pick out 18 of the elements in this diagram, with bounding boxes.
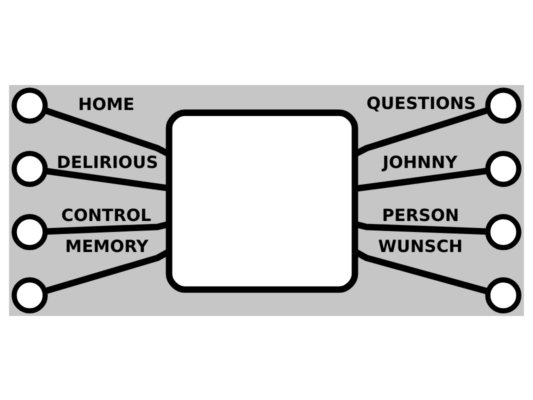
- edge-label: MEMORY: [65, 235, 148, 256]
- node-circle: [12, 214, 48, 250]
- edge-label: DELIRIOUS: [56, 152, 158, 172]
- node-circle: [485, 87, 522, 124]
- node-circle: [485, 276, 522, 313]
- node-circle: [12, 87, 48, 124]
- node-circle: [485, 150, 522, 186]
- node-circle: [12, 276, 48, 313]
- edge-label: CONTROL: [61, 204, 152, 225]
- edge-label: HOME: [78, 94, 135, 114]
- node-circle: [485, 214, 522, 250]
- edge-label: QUESTIONS: [366, 92, 476, 112]
- node-box: [166, 109, 358, 292]
- connector: [44, 167, 169, 191]
- edge-label: JOHNNY: [382, 152, 458, 172]
- edge-label: WUNSCH: [378, 235, 463, 256]
- edge-label: PERSON: [382, 204, 460, 225]
- node-circle: [12, 150, 48, 186]
